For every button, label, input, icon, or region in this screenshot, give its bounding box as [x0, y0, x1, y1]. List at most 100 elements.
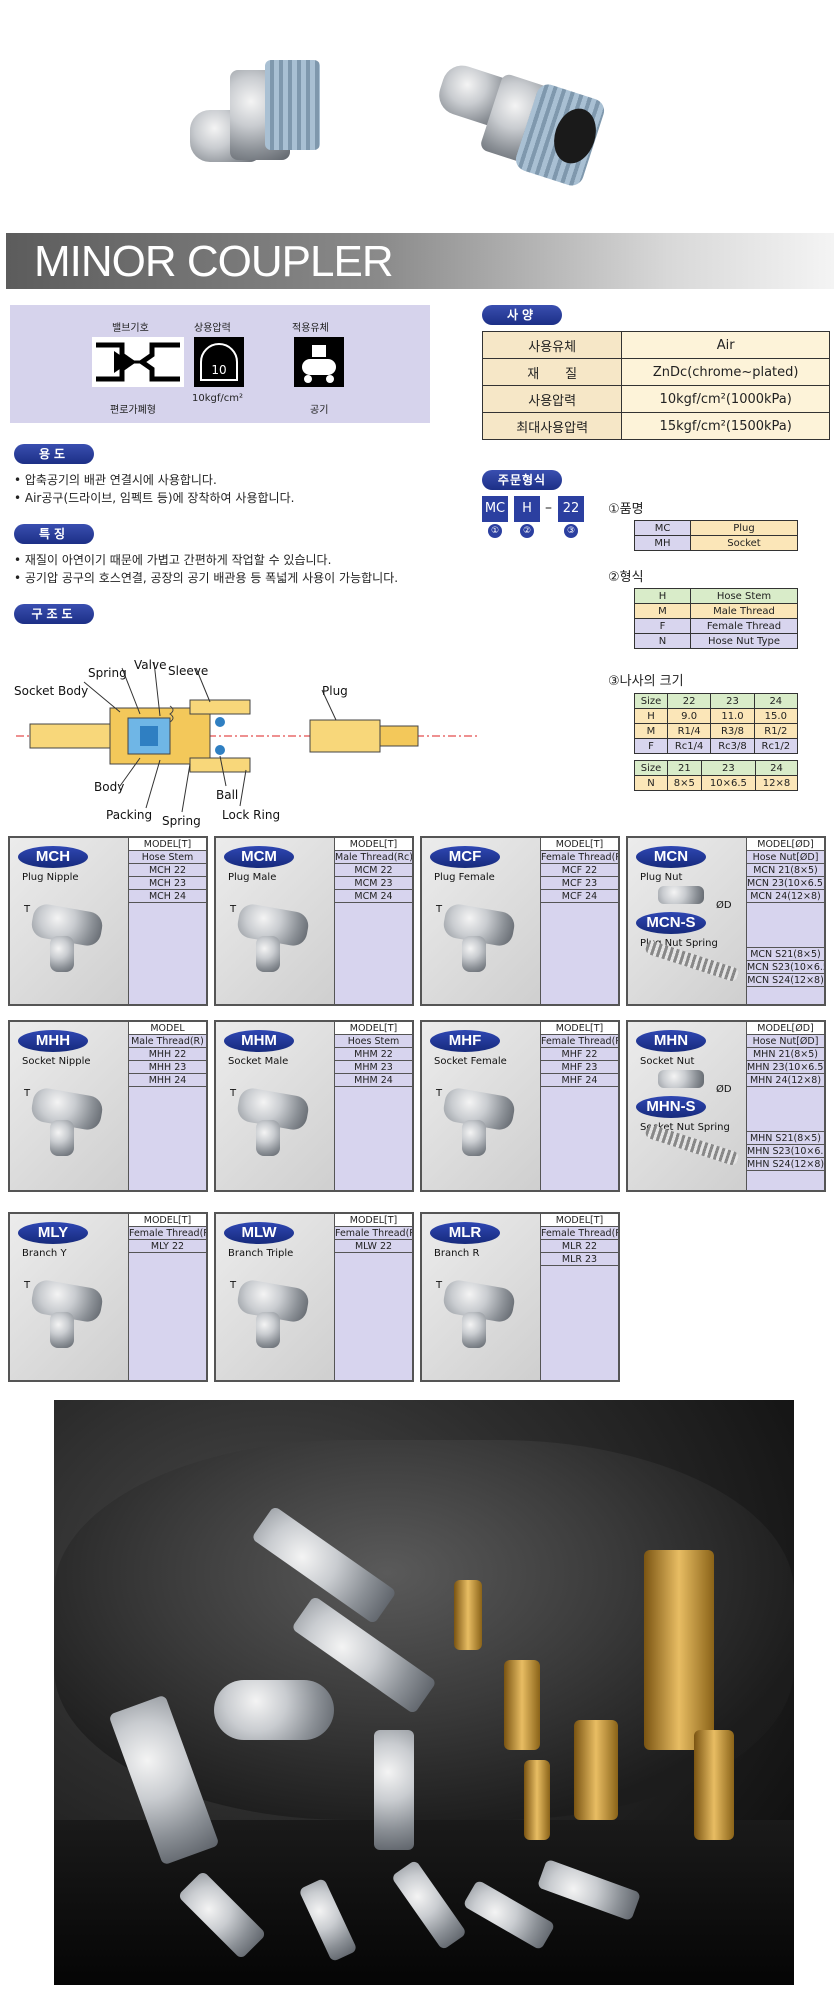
model-row: Female Thread(Rc) — [541, 1227, 618, 1240]
model-spacer — [747, 1087, 824, 1132]
model-row: MHF 23 — [541, 1061, 618, 1074]
model-row: MHM 23 — [335, 1061, 412, 1074]
product-dim-label: T — [436, 1088, 443, 1099]
pressure-gauge-value: 10 — [211, 363, 227, 377]
label-plug: Plug — [322, 684, 348, 698]
product-subtitle: Socket Nut — [640, 1056, 695, 1067]
product-code-badge: MLY — [18, 1222, 88, 1244]
product-dim-label: T — [436, 1280, 443, 1291]
model-row: MHN 23(10×6.5) — [747, 1062, 824, 1074]
product-code-badge: MCM — [224, 846, 294, 868]
model-row: MHH 22 — [129, 1048, 206, 1061]
model-row: Male Thread(Rc) — [335, 852, 412, 864]
model-header: MODEL — [129, 1022, 206, 1035]
order-section-pill: 주문형식 — [482, 470, 562, 490]
product-code-badge: MLW — [224, 1222, 294, 1244]
hero-product-photo — [0, 0, 840, 225]
product-part-stem — [256, 1312, 280, 1348]
product-dim-label: T — [24, 1280, 31, 1291]
product-subtitle: Branch Triple — [228, 1248, 294, 1259]
model-header: MODEL[T] — [129, 838, 206, 851]
model-row: MCF 24 — [541, 890, 618, 903]
product-subtitle: Plug Nipple — [22, 872, 79, 883]
product-dim-label: T — [24, 1088, 31, 1099]
model-row: MCN S24(12×8) — [747, 975, 824, 987]
model-header: MODEL[T] — [335, 1214, 412, 1227]
coupler-left-thread — [265, 60, 320, 150]
pressure-value-caption: 10kgf/cm² — [192, 393, 244, 404]
brass-plug-3 — [524, 1760, 550, 1840]
brass-plug-1 — [454, 1580, 482, 1650]
product-code-badge-variant: MHN-S — [636, 1096, 706, 1118]
brass-plug-2 — [694, 1730, 734, 1840]
valve-symbol-caption: 밸브기호 — [112, 323, 149, 334]
product-part-stem — [256, 1120, 280, 1156]
model-header: MODEL[ØD] — [747, 1022, 824, 1035]
usage-line-1: • 압축공기의 배관 연결시에 사용합니다. — [14, 473, 217, 487]
model-row: Male Thread(R) — [129, 1035, 206, 1048]
model-row: MHN S24(12×8) — [747, 1159, 824, 1171]
model-row: MLW 22 — [335, 1240, 412, 1253]
product-subtitle: Socket Female — [434, 1056, 507, 1067]
product-code-badge: MCH — [18, 846, 88, 868]
fluid-value-caption: 공기 — [310, 405, 329, 416]
model-row: Female Thread(Rc) — [335, 1227, 412, 1240]
label-sleeve: Sleeve — [168, 664, 209, 678]
product-code-badge: MHF — [430, 1030, 500, 1052]
structure-diagram: Socket Body Spring Valve Sleeve Plug Bod… — [10, 640, 480, 830]
model-header: MODEL[T] — [129, 1214, 206, 1227]
model-row: Female Thread(Rc) — [541, 1035, 618, 1048]
model-row: MCN S21(8×5) — [747, 948, 824, 961]
product-dim-label: ØD — [716, 1084, 732, 1095]
model-row: MCN 24(12×8) — [747, 890, 824, 903]
product-code-badge-variant: MCN-S — [636, 912, 706, 934]
product-code-badge: MLR — [430, 1222, 500, 1244]
silver-socket-3 — [374, 1730, 414, 1850]
model-row: Hose Nut[ØD] — [747, 1035, 824, 1048]
product-card-mlw: MODEL[T]Female Thread(Rc)MLW 22 MLW Branch… — [214, 1212, 414, 1382]
model-row: MLR 23 — [541, 1253, 618, 1266]
product-part-stem — [50, 1312, 74, 1348]
model-row: MLY 22 — [129, 1240, 206, 1253]
product-code-badge: MHN — [636, 1030, 706, 1052]
label-valve: Valve — [134, 658, 167, 672]
order-code-3: 22 — [558, 496, 584, 522]
valve-symbol-icon — [92, 337, 184, 387]
product-part-stem — [462, 936, 486, 972]
label-spring-bottom: Spring — [162, 814, 201, 828]
brass-coupler-large — [644, 1550, 714, 1750]
model-row: MCF 22 — [541, 864, 618, 877]
model-row: MCN 21(8×5) — [747, 864, 824, 877]
product-code-badge: MCN — [636, 846, 706, 868]
product-dim-label: T — [24, 904, 31, 915]
model-column: MODEL[T]Female Thread(Rc)MLW 22 — [334, 1214, 412, 1380]
product-part-stem — [256, 936, 280, 972]
model-row: MCF 23 — [541, 877, 618, 890]
model-header: MODEL[T] — [335, 1022, 412, 1035]
model-row: MHN S23(10×6.5) — [747, 1146, 824, 1158]
model-row: MHH 23 — [129, 1061, 206, 1074]
product-part-image — [658, 1070, 704, 1088]
order-num-1: ① — [488, 524, 502, 538]
usage-section-pill: 용도 — [14, 444, 94, 464]
